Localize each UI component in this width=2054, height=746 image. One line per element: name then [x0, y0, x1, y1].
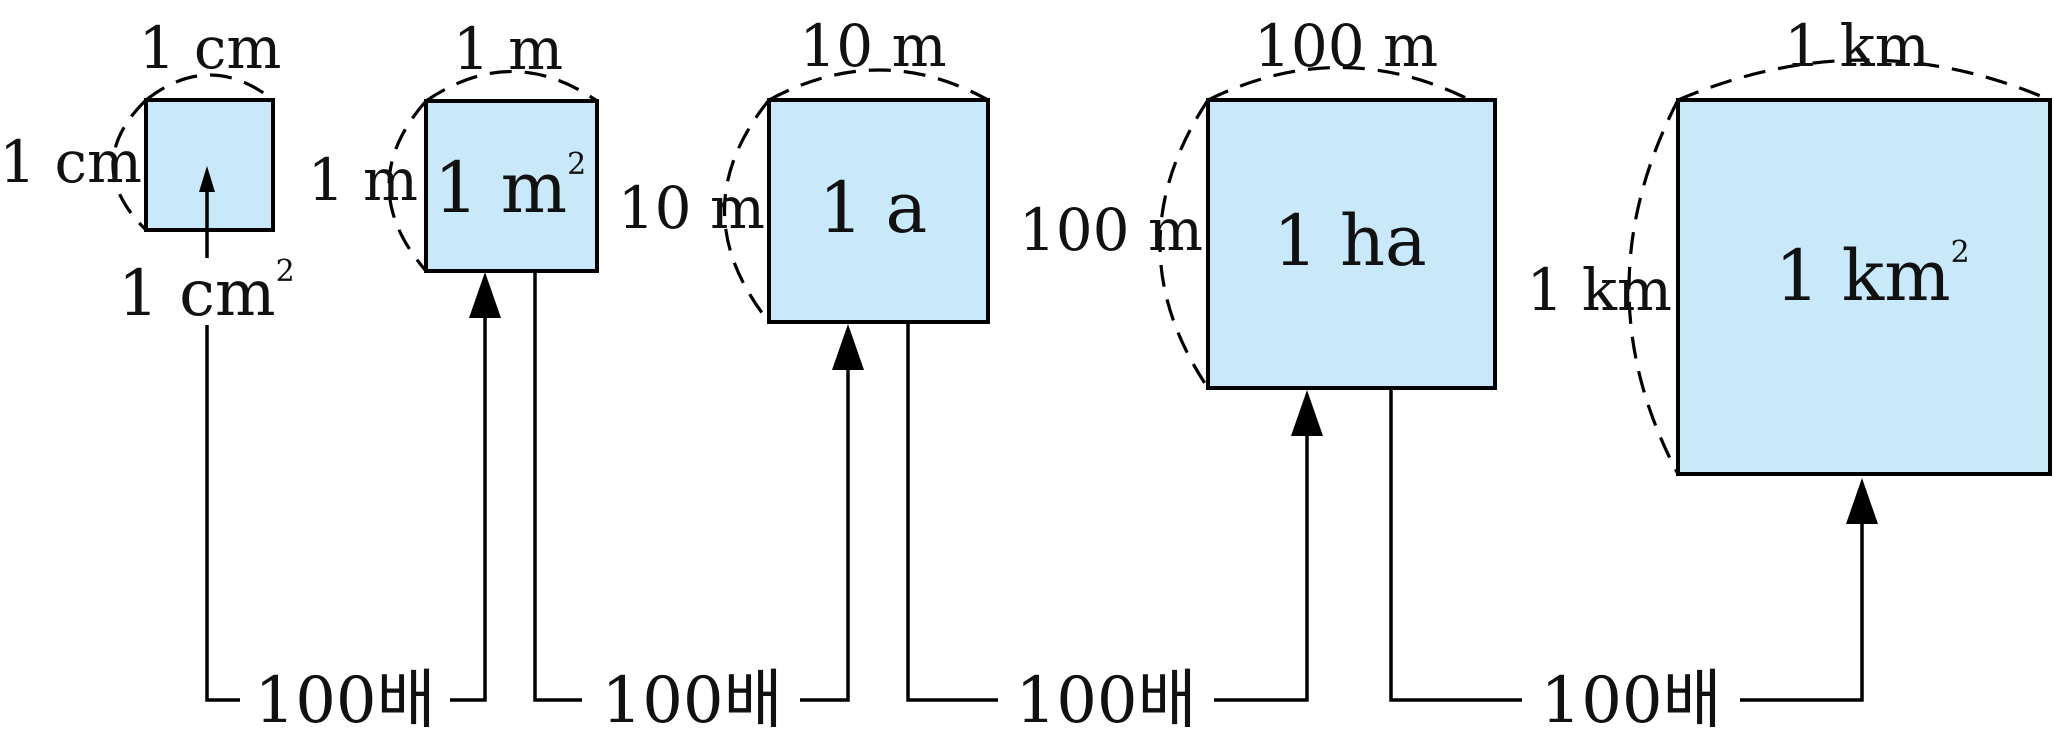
multiplier-arrow-4: 100배 [1389, 388, 1878, 738]
area-label: 1 m2 [434, 147, 586, 229]
unit-square-km2: 1 km 1 km 1 km2 [1527, 12, 2052, 476]
arrowhead [832, 324, 864, 370]
arrowhead [1846, 478, 1878, 524]
area-label: 1 km2 [1775, 235, 1970, 317]
multiplier-label: 100배 [254, 664, 435, 738]
multiplier-label: 100배 [1015, 664, 1196, 738]
multiplier-arrow-2: 100배 [533, 272, 864, 738]
connector-right [800, 362, 850, 702]
top-dashed-arc [425, 69, 598, 103]
square [1206, 98, 1497, 390]
left-label: 100 m [1019, 196, 1203, 264]
unit-square-cm2: 1 cm 1 cm 1 cm2 [0, 14, 295, 331]
top-label: 1 km [1784, 12, 1929, 80]
area-unit: 1 km [1775, 235, 1951, 317]
square [144, 98, 275, 232]
top-dashed-arc [1207, 66, 1471, 102]
left-label: 10 m [618, 174, 765, 242]
top-label: 10 m [799, 12, 946, 80]
connector-left [533, 272, 582, 702]
top-label: 1 m [453, 15, 563, 83]
square [424, 99, 599, 273]
area-exponent: 2 [567, 147, 586, 182]
unit-square-are: 10 m 10 m 1 a [618, 12, 990, 324]
area-unit: 1 m [434, 147, 567, 229]
multiplier-arrow-1: 100배 [205, 272, 501, 738]
area-label: 1 cm2 [118, 254, 295, 331]
left-label: 1 cm [0, 128, 142, 196]
area-unit: 1 cm [118, 257, 276, 331]
top-dashed-arc [768, 68, 989, 102]
multiplier-label: 100배 [1540, 664, 1721, 738]
top-dashed-arc [145, 73, 274, 102]
connector-left [1389, 388, 1522, 702]
area-exponent: 2 [276, 254, 295, 289]
arrowhead [1291, 390, 1323, 436]
top-label: 100 m [1254, 12, 1438, 80]
multiplier-label: 100배 [601, 664, 782, 738]
left-dashed-arc [1627, 99, 1680, 475]
connector-right [1740, 516, 1864, 702]
connector-right [1214, 428, 1309, 702]
left-dashed-arc [1158, 99, 1210, 389]
left-label: 1 m [308, 146, 418, 214]
arrowhead [469, 272, 501, 318]
connector-left [906, 322, 998, 702]
left-dashed-arc [723, 98, 771, 323]
unit-square-m2: 1 m 1 m 1 m2 [308, 15, 599, 273]
top-label: 1 cm [139, 14, 282, 82]
area-exponent: 2 [1951, 235, 1970, 270]
area-label: 1 a [819, 167, 928, 249]
left-label: 1 km [1527, 256, 1672, 324]
top-dashed-arc [1677, 58, 2051, 102]
square [1676, 98, 2052, 476]
multiplier-arrow-3: 100배 [906, 322, 1323, 738]
connector-left [205, 325, 240, 702]
left-dashed-arc [111, 98, 148, 232]
pointer-arrowhead [199, 166, 215, 192]
connector-right [450, 310, 487, 702]
square [767, 98, 990, 324]
unit-square-hectare: 100 m 100 m 1 ha [1019, 12, 1497, 390]
area-label: 1 ha [1273, 200, 1427, 282]
